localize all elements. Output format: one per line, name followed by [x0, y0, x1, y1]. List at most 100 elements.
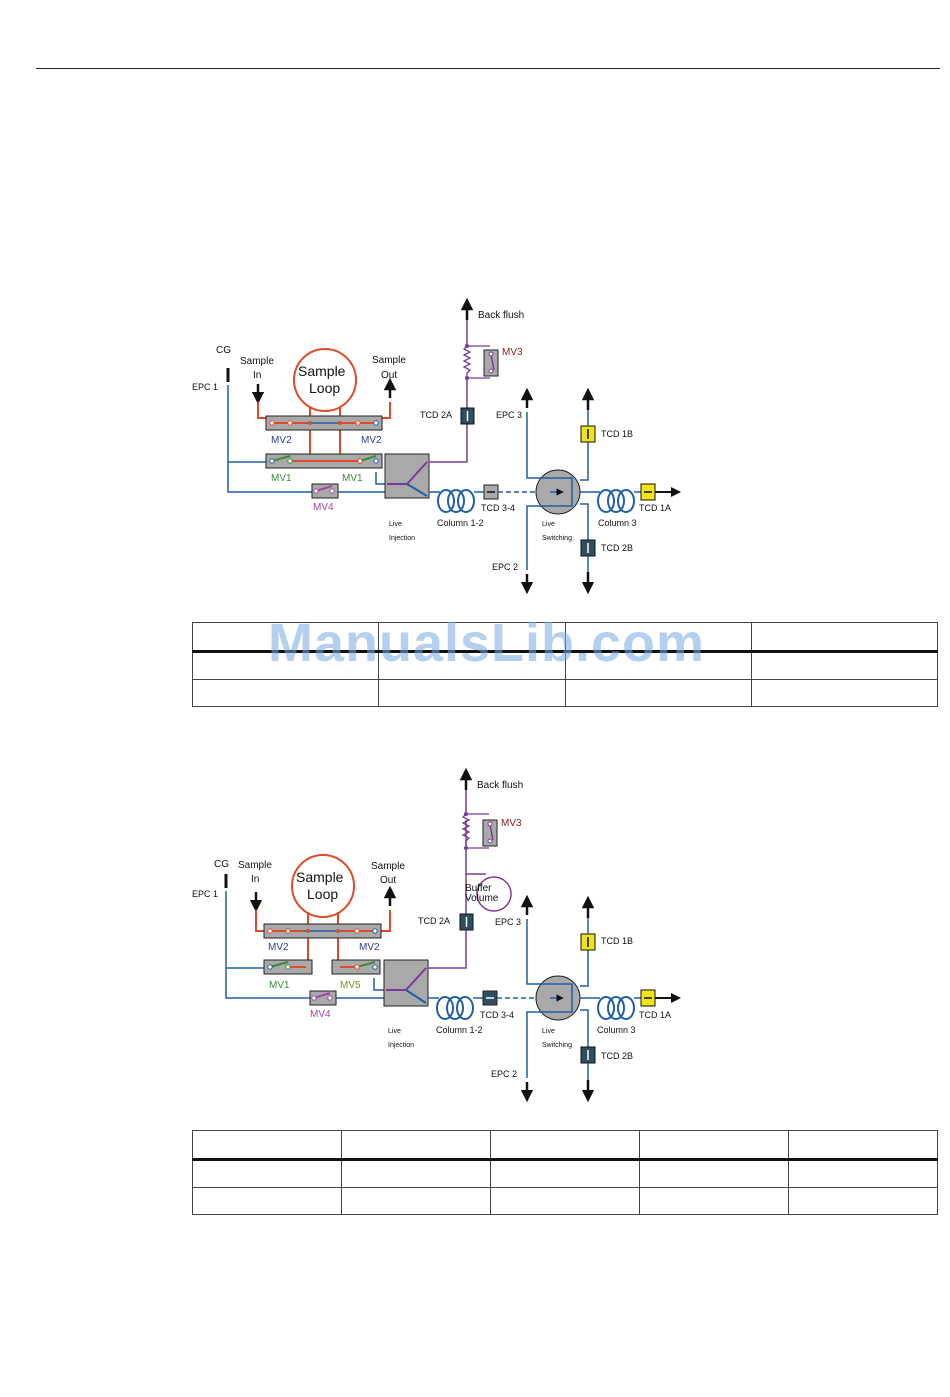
- table-1-row: [191, 651, 939, 680]
- label-back-flush: Back flush: [477, 780, 523, 791]
- label-buffer-line2: Volume: [465, 893, 499, 904]
- label-tcd-2a: TCD 2A: [418, 916, 450, 926]
- label-mv1-right: MV1: [342, 473, 363, 484]
- flow-diagram-2: Back flush MV3 CG EPC 1 Sample In Sample…: [0, 760, 950, 1105]
- label-column-1-2: Column 1-2: [436, 1025, 483, 1035]
- label-sample-loop-line1: Sample: [296, 869, 344, 885]
- label-live-injection-line1: Live: [389, 521, 402, 528]
- live-injection-blue-path: [406, 483, 428, 497]
- table-1: [191, 622, 939, 707]
- label-tcd-2b: TCD 2B: [601, 1051, 633, 1061]
- label-sample-out-line2: Out: [380, 875, 396, 886]
- label-epc2: EPC 2: [492, 562, 518, 572]
- label-mv1-left: MV1: [271, 473, 292, 484]
- label-tcd-3-4: TCD 3-4: [480, 1010, 514, 1020]
- epc1-line-bottom: [227, 385, 314, 493]
- sample-out-line: [382, 402, 391, 419]
- table-2-cell: [788, 1159, 938, 1188]
- label-sample-in-line2: In: [253, 370, 261, 381]
- label-epc2: EPC 2: [491, 1069, 517, 1079]
- table-1-cell: [564, 679, 752, 707]
- table-2-cell: [490, 1159, 640, 1188]
- label-mv1: MV1: [269, 980, 290, 991]
- table-1-cell: [564, 622, 752, 653]
- label-sample-in-line1: Sample: [238, 860, 272, 871]
- table-1-cell: [378, 622, 566, 653]
- label-epc1: EPC 1: [192, 382, 218, 392]
- flow-diagram-1-svg: Back flush MV3 CG EPC 1 Sample In Sample…: [192, 297, 681, 595]
- table-1-cell: [564, 651, 752, 680]
- column-1-2-coil: [437, 489, 475, 513]
- label-sample-in-line1: Sample: [240, 356, 274, 367]
- table-2-header-row: [192, 1130, 938, 1161]
- label-buffer-line1: Buffer: [465, 883, 492, 894]
- table-2-cell: [788, 1187, 938, 1215]
- label-mv5: MV5: [340, 980, 361, 991]
- label-sample-loop-line1: Sample: [298, 363, 346, 379]
- label-live-switching-line2: Switching: [542, 1042, 572, 1049]
- label-mv2-left: MV2: [268, 942, 289, 953]
- table-2-cell: [639, 1130, 789, 1161]
- table-1-cell: [750, 622, 939, 653]
- label-column-1-2: Column 1-2: [437, 518, 484, 528]
- mv4-switch: [315, 485, 333, 492]
- table-1-cell: [191, 651, 380, 680]
- table-2-cell: [341, 1159, 491, 1188]
- restrictor-coil: [461, 813, 471, 848]
- table-2-cell: [192, 1187, 342, 1215]
- live-injection-box: [383, 959, 429, 1007]
- epc2-line: [526, 505, 542, 570]
- column-1-2-coil: [436, 996, 474, 1020]
- table-1-row: [191, 679, 939, 707]
- flow-diagram-1: Back flush MV3 CG EPC 1 Sample In Sample…: [0, 290, 950, 600]
- sample-in-line: [257, 402, 266, 419]
- label-tcd-1b: TCD 1B: [601, 429, 633, 439]
- label-tcd-2b: TCD 2B: [601, 543, 633, 553]
- label-mv2-right: MV2: [359, 942, 380, 953]
- label-epc3: EPC 3: [495, 917, 521, 927]
- label-live-switching-line2: Switching: [542, 535, 572, 542]
- table-2-row: [192, 1187, 938, 1215]
- sample-out-line: [381, 910, 391, 932]
- label-tcd-1a: TCD 1A: [639, 1010, 671, 1020]
- label-sample-loop-line2: Loop: [309, 380, 340, 396]
- table-2-cell: [490, 1187, 640, 1215]
- label-epc3: EPC 3: [496, 410, 522, 420]
- mv4-block: [309, 990, 337, 1006]
- label-mv3: MV3: [501, 818, 522, 829]
- sample-in-line: [255, 910, 264, 932]
- table-2-cell: [341, 1187, 491, 1215]
- epc1-line-bottom: [225, 891, 312, 999]
- label-mv2-left: MV2: [271, 435, 292, 446]
- table-1-cell: [378, 679, 566, 707]
- watermark: ManualsLib.com: [268, 613, 706, 673]
- label-tcd-3-4: TCD 3-4: [481, 503, 515, 513]
- mv4-block: [311, 483, 339, 499]
- table-1-header-row: [191, 622, 939, 653]
- purple-line-to-tcd2a: [428, 930, 467, 969]
- label-live-switching-line1: Live: [542, 1028, 555, 1035]
- label-live-switching-line1: Live: [542, 521, 555, 528]
- table-1-cell: [750, 651, 939, 680]
- table-1-cell: [378, 651, 566, 680]
- label-cg: CG: [214, 859, 229, 870]
- sample-loop: [293, 348, 357, 412]
- label-tcd-1a: TCD 1A: [639, 503, 671, 513]
- epc3-line: [526, 412, 542, 479]
- label-column-3: Column 3: [597, 1025, 636, 1035]
- label-sample-in-line2: In: [251, 874, 259, 885]
- restrictor-coil: [462, 345, 472, 378]
- label-sample-loop-line2: Loop: [307, 886, 338, 902]
- table-2-cell: [341, 1130, 491, 1161]
- table-1-cell: [750, 679, 939, 707]
- top-rule: [36, 68, 940, 69]
- table-1-cell: [191, 622, 380, 653]
- table-2-cell: [192, 1159, 342, 1188]
- sample-loop: [291, 854, 355, 918]
- table-2: [192, 1130, 938, 1215]
- table-2-cell: [639, 1159, 789, 1188]
- purple-line-to-tcd2a: [429, 424, 468, 463]
- table-2-cell: [490, 1130, 640, 1161]
- label-live-injection-line2: Injection: [388, 1042, 414, 1049]
- label-live-injection-line1: Live: [388, 1028, 401, 1035]
